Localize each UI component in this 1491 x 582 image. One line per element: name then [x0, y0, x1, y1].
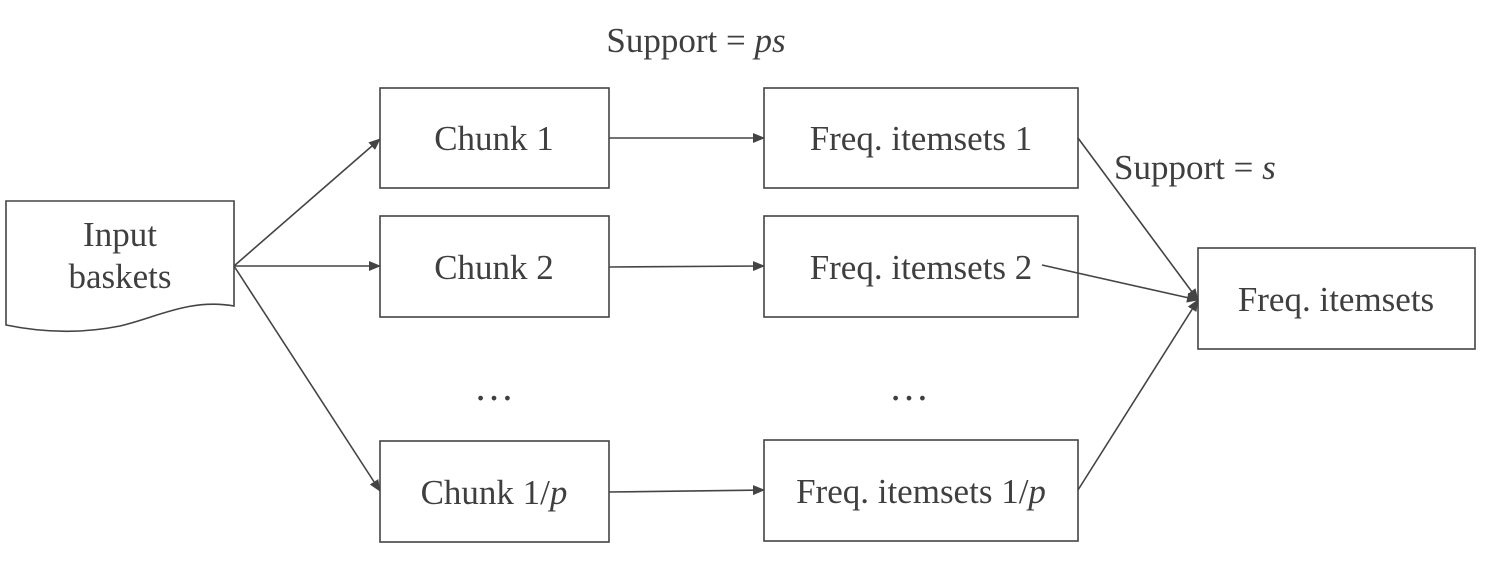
input-baskets-shape — [5, 200, 235, 332]
input-baskets-node: Input baskets — [5, 200, 235, 332]
chunk-last-box: Chunk 1/p — [379, 440, 610, 543]
freq-itemsets-last-box: Freq. itemsets 1/p — [763, 439, 1079, 542]
output-label: Freq. itemsets — [1238, 280, 1434, 319]
chunk-last-label: Chunk 1/p — [421, 473, 568, 512]
freq-itemsets-2-box: Freq. itemsets 2 — [763, 215, 1079, 318]
support-chunk-label: Support = ps — [606, 21, 785, 60]
support-final-prefix: Support = — [1114, 148, 1262, 187]
chunk-1-label: Chunk 1 — [434, 119, 554, 158]
chunk-ellipsis: … — [474, 364, 514, 409]
chunk-2-label: Chunk 2 — [434, 248, 554, 287]
freq-ellipsis: … — [889, 364, 929, 409]
input-label-line1: Input — [83, 215, 157, 254]
arrow-input-to-chunk-1 — [233, 138, 381, 267]
chunk-2-box: Chunk 2 — [379, 215, 610, 318]
chunk-1-box: Chunk 1 — [379, 87, 610, 189]
arrow-chunk-last-to-freq-last — [608, 485, 765, 496]
arrow-freq-2-to-output — [1041, 264, 1199, 303]
arrow-input-to-chunk-last — [233, 265, 381, 492]
freq-itemsets-1-box: Freq. itemsets 1 — [763, 87, 1079, 189]
support-chunk-var: ps — [751, 21, 785, 60]
input-label-line2: baskets — [68, 257, 171, 296]
output-freq-itemsets-box: Freq. itemsets — [1197, 247, 1476, 350]
arrow-freq-last-to-output — [1077, 299, 1199, 491]
freq-itemsets-2-label: Freq. itemsets 2 — [810, 248, 1033, 287]
support-final-var: s — [1262, 148, 1276, 187]
freq-itemsets-1-label: Freq. itemsets 1 — [810, 119, 1033, 158]
arrow-chunk-2-to-freq-2 — [608, 261, 765, 272]
support-final-label: Support = s — [1114, 148, 1276, 187]
arrow-freq-1-to-output — [1077, 137, 1199, 301]
support-chunk-prefix: Support = — [606, 21, 754, 60]
freq-itemsets-last-label: Freq. itemsets 1/p — [796, 472, 1046, 511]
